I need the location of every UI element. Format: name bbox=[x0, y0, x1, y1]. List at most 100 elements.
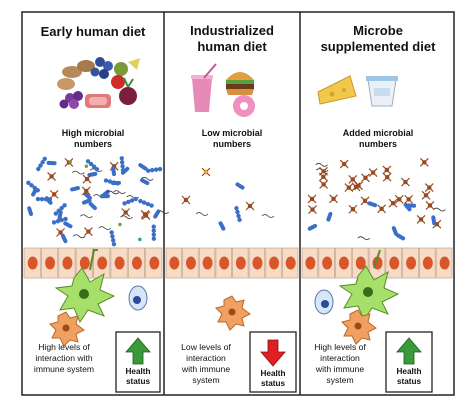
bacterium-icon bbox=[70, 186, 80, 192]
cell-nucleus bbox=[439, 256, 450, 270]
phage-icon bbox=[82, 174, 92, 184]
cell-nucleus bbox=[355, 256, 366, 270]
microbe-cloud-high bbox=[26, 156, 169, 247]
bacterium-icon bbox=[218, 221, 226, 231]
cell-nucleus bbox=[185, 256, 196, 270]
phage-icon bbox=[47, 171, 57, 181]
phage-icon bbox=[141, 211, 151, 221]
cocci-chain-icon bbox=[151, 224, 157, 241]
bacterium-icon bbox=[31, 187, 38, 197]
phage-icon bbox=[401, 177, 410, 187]
bacterium-icon bbox=[46, 160, 57, 166]
phage-icon bbox=[319, 179, 329, 189]
macrophage-panel1 bbox=[49, 311, 85, 347]
bacterium-icon bbox=[60, 233, 68, 244]
phage-icon bbox=[56, 228, 65, 237]
cocci-chain-icon bbox=[234, 206, 242, 222]
bacterium-icon bbox=[88, 201, 97, 211]
cell-nucleus bbox=[322, 256, 333, 270]
phage-icon bbox=[377, 204, 387, 214]
cell-nucleus bbox=[97, 256, 108, 270]
phage-icon bbox=[425, 201, 435, 210]
flagellum bbox=[195, 212, 209, 216]
cocci-chain-icon bbox=[36, 156, 47, 172]
bacterium-icon bbox=[307, 223, 318, 231]
flagellum bbox=[315, 162, 328, 167]
cocci-chain-icon bbox=[146, 166, 163, 173]
phage-icon bbox=[181, 195, 191, 205]
cell-nucleus bbox=[269, 256, 280, 270]
cell-nucleus bbox=[114, 256, 125, 270]
cell-nucleus bbox=[338, 256, 349, 270]
phage-icon bbox=[83, 227, 93, 236]
microbe-dot bbox=[204, 170, 208, 174]
phage-icon bbox=[388, 198, 398, 208]
bacterium-icon bbox=[99, 194, 110, 199]
health-up-arrow-icon bbox=[396, 337, 422, 365]
cocci-chain-icon bbox=[138, 198, 154, 208]
phage-icon bbox=[368, 168, 378, 177]
b-cell-panel3 bbox=[314, 289, 334, 315]
phage-icon bbox=[348, 174, 358, 184]
phage-icon bbox=[348, 204, 358, 214]
bacterium-icon bbox=[63, 221, 73, 229]
dendritic-cell-panel1 bbox=[54, 249, 116, 324]
phage-icon bbox=[121, 208, 131, 217]
bacterium-icon bbox=[138, 163, 148, 171]
bacterium-icon bbox=[87, 171, 98, 178]
cell-nucleus bbox=[406, 256, 417, 270]
cell-nucleus bbox=[169, 256, 180, 270]
cocci-chain-icon bbox=[51, 216, 68, 225]
cocci-chain-icon bbox=[122, 196, 138, 206]
cell-nucleus bbox=[252, 256, 263, 270]
flagellum bbox=[98, 226, 112, 231]
phage-icon bbox=[344, 183, 354, 193]
phage-icon bbox=[319, 166, 328, 176]
flagellum bbox=[261, 214, 275, 218]
phage-icon bbox=[308, 205, 317, 214]
flagellum bbox=[72, 234, 86, 239]
microbe-cloud-low bbox=[181, 167, 275, 231]
cell-nucleus bbox=[79, 256, 90, 270]
bacterium-icon bbox=[431, 215, 437, 226]
health-down-arrow-icon bbox=[260, 339, 286, 367]
cocci-chain-icon bbox=[85, 159, 100, 172]
bacterium-icon bbox=[406, 203, 417, 208]
health-up-arrow-icon bbox=[125, 337, 151, 365]
microbe-cloud-added bbox=[307, 157, 446, 241]
microbe-dot bbox=[68, 159, 73, 164]
macrophage-panel3 bbox=[341, 309, 377, 345]
phage-icon bbox=[419, 157, 429, 167]
flagellum bbox=[80, 214, 93, 219]
phage-icon bbox=[81, 186, 91, 196]
phage-icon bbox=[424, 183, 434, 192]
phage-icon bbox=[307, 194, 317, 204]
phage-icon bbox=[351, 182, 361, 192]
phage-icon bbox=[329, 194, 338, 204]
phage-icon bbox=[339, 159, 349, 169]
bacterium-icon bbox=[140, 178, 150, 186]
phage-icon bbox=[318, 172, 328, 182]
phage-icon bbox=[416, 215, 426, 224]
phage-icon bbox=[394, 194, 404, 204]
phage-icon bbox=[360, 196, 370, 206]
microbe-dot bbox=[138, 237, 142, 242]
phage-icon bbox=[245, 201, 255, 211]
phage-icon bbox=[404, 194, 414, 204]
phage-icon bbox=[421, 190, 431, 200]
cocci-chain-icon bbox=[53, 203, 67, 216]
whole-foods-illustration bbox=[57, 57, 140, 109]
cell-nucleus bbox=[235, 256, 246, 270]
flagellum bbox=[120, 215, 133, 220]
bacterium-icon bbox=[391, 226, 398, 236]
macrophage-panel2 bbox=[215, 295, 251, 331]
phage-icon bbox=[382, 172, 392, 182]
